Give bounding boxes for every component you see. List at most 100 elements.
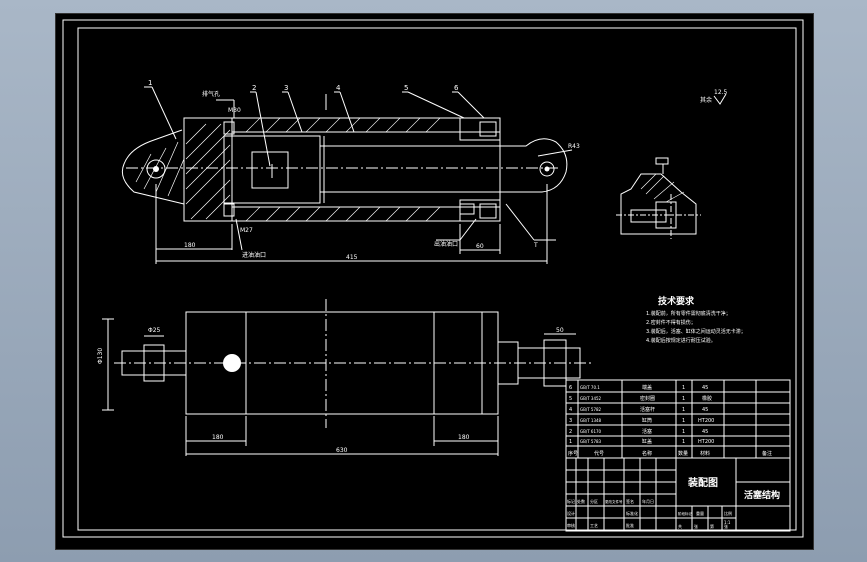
bom-cell: GB/T 70.1 [580,385,600,390]
bom-cell: 端盖 [642,384,652,391]
tech-requirement-2: 2.密封件不得有损伤； [646,319,696,326]
tb-label: 签名 [626,498,634,504]
bom-cell: GB/T 5782 [580,407,602,412]
dim-630: 630 [336,447,348,454]
bom-cell: 缸筒 [642,417,652,424]
thread-callout-m27: M27 [240,227,253,234]
tb-label: 标记 [567,498,575,504]
piston [223,135,321,204]
front-view [102,299,591,456]
bom-cell: 1 [682,429,685,435]
tb-label: 标准化 [626,510,638,516]
tb-label: 更改文件号 [605,499,623,504]
bom-header-cell: 序号 [568,450,578,457]
bom-cell: GB/T 6170 [580,429,602,434]
bom-header-cell: 备注 [762,450,772,457]
vent-port [223,121,235,135]
tb-label: 比例 [724,510,732,516]
detail-view [616,93,727,239]
dim-180-left: 180 [212,434,224,441]
tb-label: 共 [678,523,682,529]
part-label-5: 5 [404,84,408,92]
bom-cell: 4 [569,407,572,413]
front-gland [459,117,501,141]
section-view [121,86,573,264]
bom-cell: HT200 [698,439,714,445]
bom-cell: HT200 [698,418,714,424]
dim-180-top: 180 [184,242,196,249]
tb-label: 阶段标记 [678,511,692,516]
title-block [565,379,791,532]
cad-viewport[interactable]: 1 2 3 4 5 6 排气孔 M30 M27 进油油口 出油油口 180 41… [55,13,814,550]
drawing-labels: 1 2 3 4 5 6 排气孔 M30 M27 进油油口 出油油口 180 41… [97,79,780,529]
dim-r43: R43 [568,143,580,150]
part-label-2: 2 [252,84,256,92]
part-label-4: 4 [336,84,341,92]
roughness-value: 12.5 [714,89,728,96]
bom-cell: 45 [702,385,708,391]
bom-header-cell: 材料 [700,450,710,457]
oil-inlet-callout: 进油油口 [242,251,266,259]
tech-requirements-title: 技术要求 [658,295,695,307]
tb-label: 重量 [696,510,704,516]
tb-label: 第 [710,523,714,529]
part-label-6: 6 [454,84,459,92]
tb-label: 处数 [577,498,585,504]
oil-outlet-callout: 出油油口 [434,240,458,248]
bom-cell: 活塞 [642,428,652,435]
bom-cell: 橡胶 [702,395,712,402]
bom-cell: 1 [569,439,572,445]
bom-cell: 活塞杆 [640,406,655,413]
bom-cell: GB/T 3452 [580,396,602,401]
drawing-name: 装配图 [687,476,718,489]
bom-header-cell: 名称 [642,450,652,457]
tech-requirement-4: 4.装配后按规定进行耐压试验。 [646,337,716,344]
bom-cell: GB/T 5783 [580,439,602,444]
tech-requirement-3: 3.装配后，活塞、缸体之间运动灵活无卡滞； [646,328,746,335]
tb-label: 批准 [626,522,634,528]
part-label-3: 3 [284,84,288,92]
dim-phi25: Φ25 [148,327,161,334]
tb-label: 张 [694,523,698,529]
bom-cell: 6 [569,385,572,391]
tb-label: 审核 [567,522,575,528]
bom-cell: GB/T 1348 [580,418,602,423]
port-circle [223,354,241,372]
surface-finish-note: 其余 [700,96,712,104]
tb-label: 工艺 [590,523,598,528]
scale-value: 1:1 [724,520,731,525]
dim-50: 50 [556,327,564,334]
bom-cell: 3 [569,418,572,424]
tb-label: 分区 [590,498,598,504]
tb-label: 张 [724,523,728,529]
bom-cell: 1 [682,418,685,424]
part-name: 活塞结构 [744,489,780,501]
clevis-pin-hole [146,159,166,179]
bom-cell: 1 [682,439,685,445]
bom-cell: 2 [569,429,572,435]
bom-cell: 1 [682,385,685,391]
outer-border [62,19,804,538]
part-label-1: 1 [148,79,152,87]
bom-cell: 45 [702,407,708,413]
dim-60: 60 [476,243,484,250]
bom-cell: 缸盖 [642,438,652,445]
dim-t: T [533,242,538,249]
bom-cell: 1 [682,407,685,413]
dim-180-right: 180 [458,434,470,441]
thread-callout-m30: M30 [228,107,241,114]
vent-callout: 排气孔 [202,90,220,98]
bom-cell: 5 [569,396,572,402]
inner-border [77,27,797,531]
bom-table: 6 GB/T 70.1 端盖 1 45 5 GB/T 3452 密封圈 1 橡胶… [568,384,772,457]
bom-cell: 1 [682,396,685,402]
drawing-sheet [62,19,804,538]
rod-end-hole [539,161,555,177]
dim-phi130: Φ130 [97,348,104,364]
bom-header-cell: 代号 [594,450,604,457]
tech-requirement-1: 1.装配前，所有零件需彻底清洗干净； [646,310,731,317]
dim-415: 415 [346,254,358,261]
tb-label: 年月日 [642,498,654,504]
tb-label: 设计 [567,510,575,516]
bom-cell: 密封圈 [640,395,655,402]
